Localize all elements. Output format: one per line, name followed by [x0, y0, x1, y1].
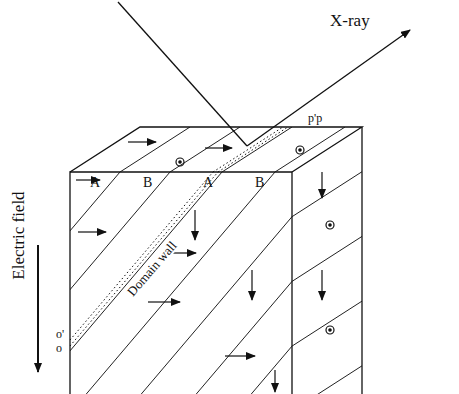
text-label: o': [56, 328, 64, 340]
out-of-plane-symbol: [326, 221, 334, 229]
out-of-plane-symbol: [296, 146, 304, 154]
polarization-arrow: [194, 210, 195, 240]
out-of-plane-symbol: [326, 326, 334, 334]
text-label: p'p: [308, 112, 322, 124]
polarization-arrow: [78, 231, 106, 232]
domain-wall-line: [222, 127, 292, 172]
text-label: B: [255, 176, 264, 190]
out-of-plane-dot: [329, 329, 331, 331]
domain-wall-line: [292, 236, 362, 281]
polarization-arrow: [225, 355, 255, 356]
domain-wall-line: [196, 172, 292, 394]
domain-wall-line: [292, 172, 362, 217]
domain-wall-line: [70, 172, 222, 394]
polarization-arrow: [251, 270, 252, 300]
domain-wall-line: [292, 366, 362, 394]
out-of-plane-dot: [329, 224, 331, 226]
field-label: Electric field: [10, 191, 27, 279]
text-label: B: [143, 176, 152, 190]
polarization-arrow: [321, 172, 322, 198]
domain-wall-line: [170, 127, 240, 172]
domain-wall-line: [275, 127, 345, 172]
text-label: A: [203, 176, 213, 190]
polarization-arrow: [148, 301, 180, 302]
out-of-plane-symbol: [176, 158, 184, 166]
polarization-arrow: [128, 141, 156, 142]
polarization-arrow: [321, 270, 322, 300]
text-label: o: [56, 342, 62, 354]
text-label: A: [90, 176, 100, 190]
domain-wall-line: [70, 172, 170, 394]
domain-wall-line: [70, 172, 120, 394]
domain-wall-line: [251, 172, 292, 394]
domain-wall-line: [86, 172, 275, 394]
polarization-arrow: [274, 370, 275, 392]
text-label: X-ray: [330, 12, 370, 29]
domain-wall-line: [292, 301, 362, 346]
out-of-plane-dot: [179, 161, 181, 163]
out-of-plane-dot: [299, 149, 301, 151]
domain-wall-label: Domain wall: [125, 239, 179, 298]
polarization-arrow: [205, 147, 232, 148]
domain-wall-line: [141, 172, 292, 394]
